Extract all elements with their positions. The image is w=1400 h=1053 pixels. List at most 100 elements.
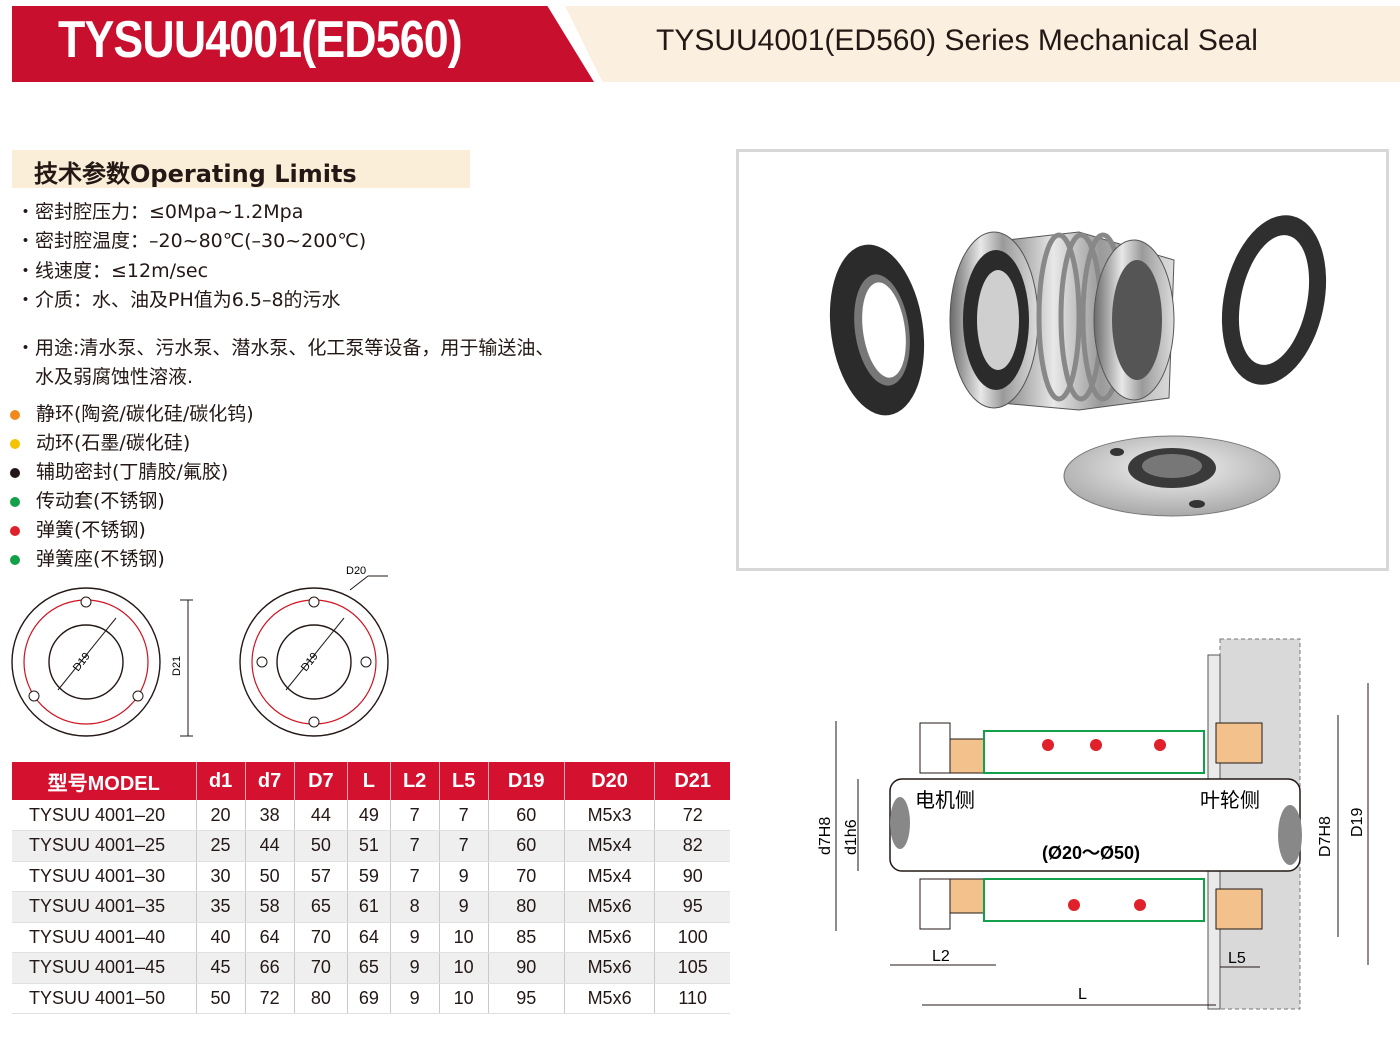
col-header-d1: d1 — [195, 762, 246, 800]
value-cell: 44 — [244, 830, 295, 862]
value-cell: 69 — [347, 983, 391, 1014]
value-cell: 90 — [654, 861, 730, 892]
value-cell: 7 — [438, 800, 489, 831]
mechanical-seal-image — [829, 215, 1327, 517]
value-cell: 7 — [389, 830, 440, 862]
table-header-row: 型号MODEL d1 d7 D7 L L2 L5 D19 D20 D21 — [12, 762, 730, 800]
value-cell: 50 — [195, 983, 246, 1014]
value-cell: 8 — [389, 891, 440, 923]
value-cell: 7 — [389, 861, 440, 892]
usage-line-1: ・用途:清水泵、污水泵、潜水泵、化工泵等设备，用于输送油、 — [16, 337, 555, 359]
col-header-D19: D19 — [487, 762, 565, 800]
value-cell: 9 — [389, 983, 440, 1014]
d21-label: D21 — [171, 656, 183, 676]
value-cell: M5x3 — [563, 800, 655, 831]
model-cell: TYSUU 4001–45 — [12, 952, 196, 984]
value-cell: 10 — [438, 983, 489, 1014]
value-cell: 20 — [195, 800, 246, 831]
impeller-side-label: 叶轮侧 — [1200, 789, 1260, 812]
value-cell: M5x6 — [563, 952, 655, 984]
l2-label: L2 — [932, 948, 950, 965]
col-header-d7: d7 — [244, 762, 295, 800]
value-cell: 10 — [438, 922, 489, 953]
value-cell: 85 — [487, 922, 565, 953]
spec-temperature: ・密封腔温度：–20~80℃(–30~200℃) — [16, 230, 367, 252]
model-cell: TYSUU 4001–40 — [12, 922, 196, 953]
value-cell: 25 — [195, 830, 246, 862]
value-cell: 9 — [389, 922, 440, 953]
material-drive-sleeve: 传动套(不锈钢) — [10, 492, 165, 511]
value-cell: 35 — [195, 891, 246, 923]
col-header-L2: L2 — [389, 762, 440, 800]
spec-medium: ・介质：水、油及PH值为6.5–8的污水 — [16, 289, 341, 311]
value-cell: 70 — [293, 922, 348, 953]
value-cell: 100 — [654, 922, 730, 953]
col-header-D20: D20 — [563, 762, 655, 800]
value-cell: 72 — [244, 983, 295, 1014]
l-label: L — [1078, 986, 1087, 1003]
green-dot-icon — [10, 496, 20, 507]
flange-diagrams: D19 D21 D19 D20 — [11, 565, 389, 737]
model-cell: TYSUU 4001–25 — [12, 830, 196, 862]
red-dot-icon — [10, 525, 20, 536]
value-cell: 50 — [244, 861, 295, 892]
value-cell: 110 — [654, 983, 730, 1014]
value-cell: 64 — [347, 922, 391, 953]
value-cell: 38 — [244, 800, 295, 831]
col-header-D21: D21 — [654, 762, 730, 800]
spec-speed: ・线速度：≤12m/sec — [16, 260, 209, 282]
value-cell: 72 — [654, 800, 730, 831]
value-cell: 70 — [487, 861, 565, 892]
col-header-L5: L5 — [438, 762, 489, 800]
l5-label: L5 — [1228, 950, 1246, 967]
green-dot-icon — [10, 554, 20, 565]
orange-dot-icon — [10, 409, 20, 420]
value-cell: 82 — [654, 830, 730, 862]
value-cell: 51 — [347, 830, 391, 862]
value-cell: 30 — [195, 861, 246, 892]
value-cell: 95 — [654, 891, 730, 923]
value-cell: 60 — [487, 830, 565, 862]
value-cell: 65 — [347, 952, 391, 984]
col-header-D7: D7 — [293, 762, 348, 800]
operating-limits-heading: 技术参数Operating Limits — [12, 150, 470, 188]
value-cell: 58 — [244, 891, 295, 923]
product-title: TYSUU4001(ED560) — [58, 11, 463, 69]
usage-line-2: 水及弱腐蚀性溶液. — [35, 366, 194, 388]
value-cell: 7 — [389, 800, 440, 831]
value-cell: 7 — [438, 830, 489, 862]
value-cell: 57 — [293, 861, 348, 892]
value-cell: 105 — [654, 952, 730, 984]
d20-label: D20 — [346, 565, 366, 577]
value-cell: 10 — [438, 952, 489, 984]
value-cell: 65 — [293, 891, 348, 923]
model-cell: TYSUU 4001–20 — [12, 800, 196, 831]
header-title-banner — [12, 6, 594, 82]
material-stationary-ring: 静环(陶瓷/碳化硅/碳化钨) — [10, 405, 254, 424]
col-header-model: 型号MODEL — [12, 762, 196, 800]
value-cell: M5x6 — [563, 983, 655, 1014]
black-dot-icon — [10, 467, 20, 478]
model-cell: TYSUU 4001–50 — [12, 983, 196, 1014]
D19-label: D19 — [1349, 808, 1366, 837]
value-cell: 9 — [389, 952, 440, 984]
value-cell: 40 — [195, 922, 246, 953]
material-spring: 弹簧(不锈钢) — [10, 521, 146, 540]
material-spring-seat: 弹簧座(不锈钢) — [10, 550, 165, 569]
cross-section-drawing: 电机侧 叶轮侧 (Ø20～Ø50) d7H8 d1h6 D7H8 D19 L2 … — [817, 638, 1369, 1010]
value-cell: 59 — [347, 861, 391, 892]
motor-side-label: 电机侧 — [915, 789, 975, 812]
d1h6-label: d1h6 — [843, 819, 860, 855]
spec-pressure: ・密封腔压力：≤0Mpa~1.2Mpa — [16, 201, 304, 223]
d7h8-label: d7H8 — [817, 817, 834, 855]
value-cell: M5x6 — [563, 891, 655, 923]
col-header-L: L — [347, 762, 391, 800]
value-cell: 64 — [244, 922, 295, 953]
